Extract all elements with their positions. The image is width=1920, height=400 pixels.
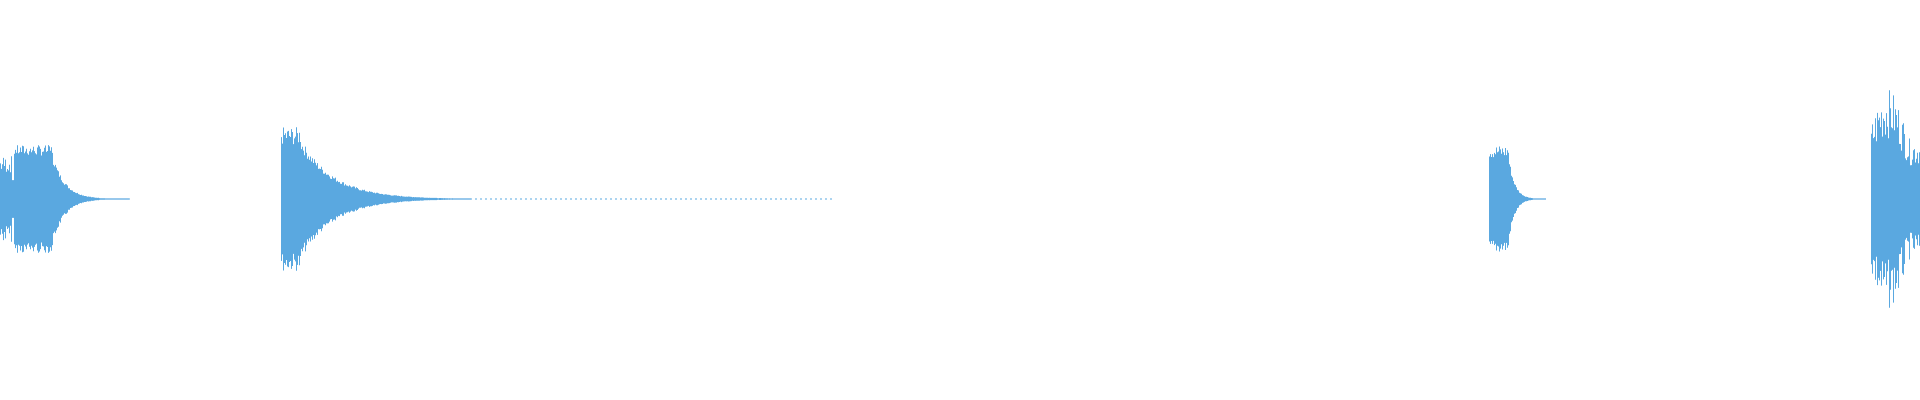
waveform-segment-2: [281, 127, 835, 271]
waveform-segment-3-body: [1489, 146, 1546, 252]
waveform-segment-2-body: [281, 127, 471, 271]
waveform-segment-4-body: [1871, 90, 1920, 308]
waveform-segments: [0, 90, 1920, 308]
waveform-segment-1-body: [0, 145, 129, 253]
waveform-segment-1: [0, 145, 130, 253]
waveform-segment-3: [1489, 146, 1546, 252]
waveform-segment-4: [1871, 90, 1920, 308]
